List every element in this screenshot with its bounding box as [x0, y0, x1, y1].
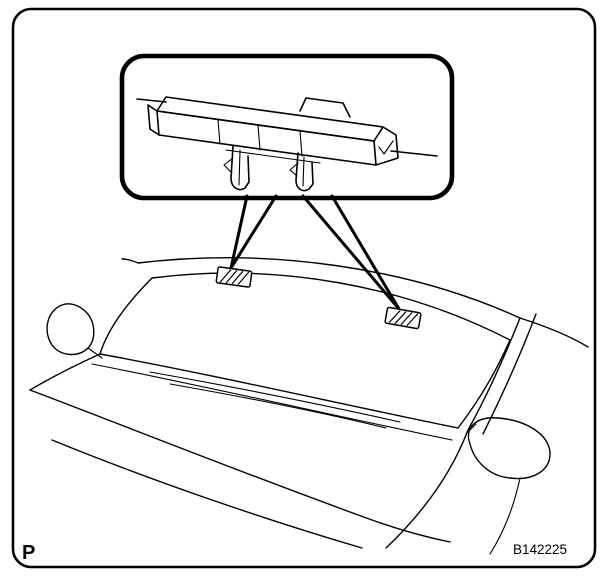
guide-line-right [390, 150, 438, 157]
clip-body-top-face [156, 96, 384, 142]
wiper-line-2 [169, 383, 387, 429]
windshield-left-edge [99, 277, 153, 355]
door-line [385, 429, 469, 549]
side-mirror-left [46, 303, 95, 356]
clip-leg-left [223, 145, 250, 191]
hood-front-edge [51, 439, 363, 549]
figure-border [11, 7, 597, 569]
clip-body-left-end [147, 104, 160, 136]
body-side-line [489, 477, 521, 555]
vehicle-front-outline [29, 257, 589, 555]
mirror-left-stem [87, 347, 103, 359]
callout-bubble [119, 53, 455, 201]
windshield-bottom-edge [99, 353, 459, 429]
guide-line-left [136, 98, 167, 103]
body-seam-2 [257, 124, 261, 151]
clip-body-front-face [156, 110, 377, 166]
a-pillar-outer [482, 313, 537, 435]
moulding-clip-illustration [136, 96, 438, 192]
body-seam-3 [299, 130, 303, 157]
a-pillar-inner [467, 317, 521, 431]
hood-outline [29, 389, 451, 543]
roof-header-line [121, 257, 521, 319]
wiper-line-1 [149, 371, 401, 423]
fender-left-edge [29, 353, 101, 391]
side-mirror-right [467, 417, 551, 480]
top-tab [299, 97, 351, 118]
windshield-top-edge [151, 272, 511, 341]
roof-side-line [519, 317, 589, 348]
windshield-right-edge [457, 339, 511, 429]
body-seam-1 [217, 119, 221, 145]
mirror-right-stem [467, 423, 477, 433]
figure-code: B142225 [513, 542, 567, 557]
clip-location-left [215, 266, 253, 288]
clip-leg-right [289, 152, 314, 192]
clip-location-right [384, 306, 422, 330]
cowl-line [91, 363, 453, 441]
clip-body-right-end [375, 126, 399, 166]
page-label: P [22, 542, 35, 564]
right-end-notch [378, 140, 394, 155]
